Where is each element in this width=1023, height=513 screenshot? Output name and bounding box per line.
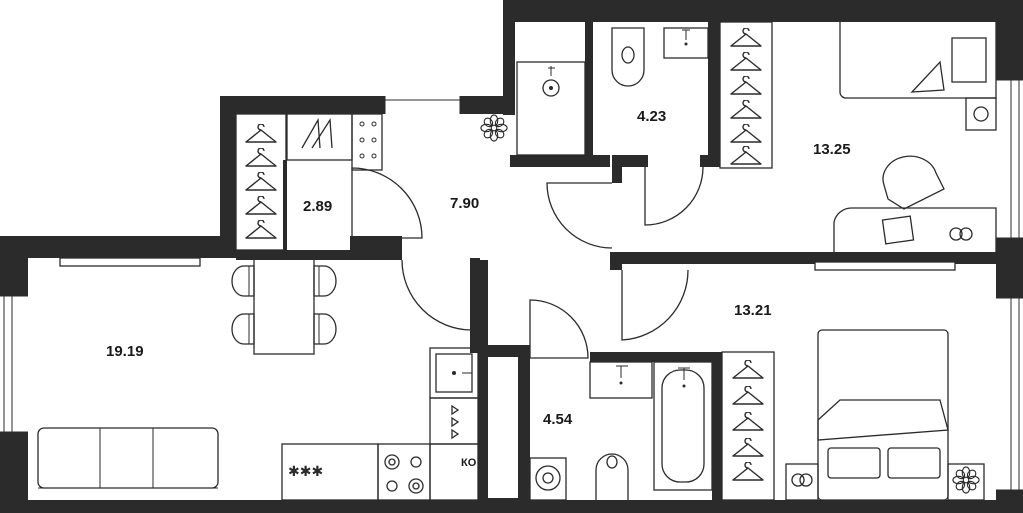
hanger-icon — [732, 386, 764, 405]
hanger-icon — [245, 124, 277, 143]
flower-icon — [480, 114, 508, 142]
area-label-living-kitchen: 19.19 — [106, 343, 144, 360]
chair-icon — [231, 265, 255, 297]
oven-icon: ✱✱✱ — [288, 463, 323, 479]
hanger-icon — [245, 148, 277, 167]
chair-icon — [231, 313, 255, 345]
chair-icon — [313, 265, 337, 297]
hanger-icon — [732, 360, 764, 379]
area-label-bathroom-wc: 4.23 — [637, 108, 666, 125]
hanger-icon — [245, 220, 277, 239]
hanger-icon — [730, 52, 762, 71]
windows — [0, 79, 1023, 491]
bedroom-bottom-room — [721, 329, 985, 501]
bathroom-tub-room — [529, 361, 713, 501]
hanger-icon — [730, 76, 762, 95]
hanger-icon — [730, 28, 762, 47]
hanger-icon — [732, 412, 764, 431]
area-label-hallway: 7.90 — [450, 195, 479, 212]
living-kitchen-room: ✱✱✱ — [37, 257, 479, 501]
flower-icon — [952, 466, 980, 494]
hanger-icon — [732, 462, 764, 481]
hanger-icon — [730, 100, 762, 119]
area-label-bedroom-bottom: 13.21 — [734, 302, 772, 319]
boiler-label: КО — [461, 457, 477, 469]
area-label-wardrobe: 2.89 — [303, 198, 332, 215]
bedroom-top-room — [719, 21, 997, 258]
hanger-icon — [245, 196, 277, 215]
stove-icon — [384, 454, 424, 494]
area-label-bedroom-top: 13.25 — [813, 141, 851, 158]
chair-icon — [313, 313, 337, 345]
doors — [351, 166, 704, 359]
hanger-icon — [730, 124, 762, 143]
area-label-bathroom-tub: 4.54 — [543, 411, 573, 428]
hanger-icon — [245, 172, 277, 191]
stove-icon — [359, 121, 377, 159]
wc-shower-room — [516, 27, 709, 156]
hanger-icon — [732, 438, 764, 457]
wardrobe-closet — [235, 113, 383, 251]
hanger-icon — [730, 146, 762, 165]
